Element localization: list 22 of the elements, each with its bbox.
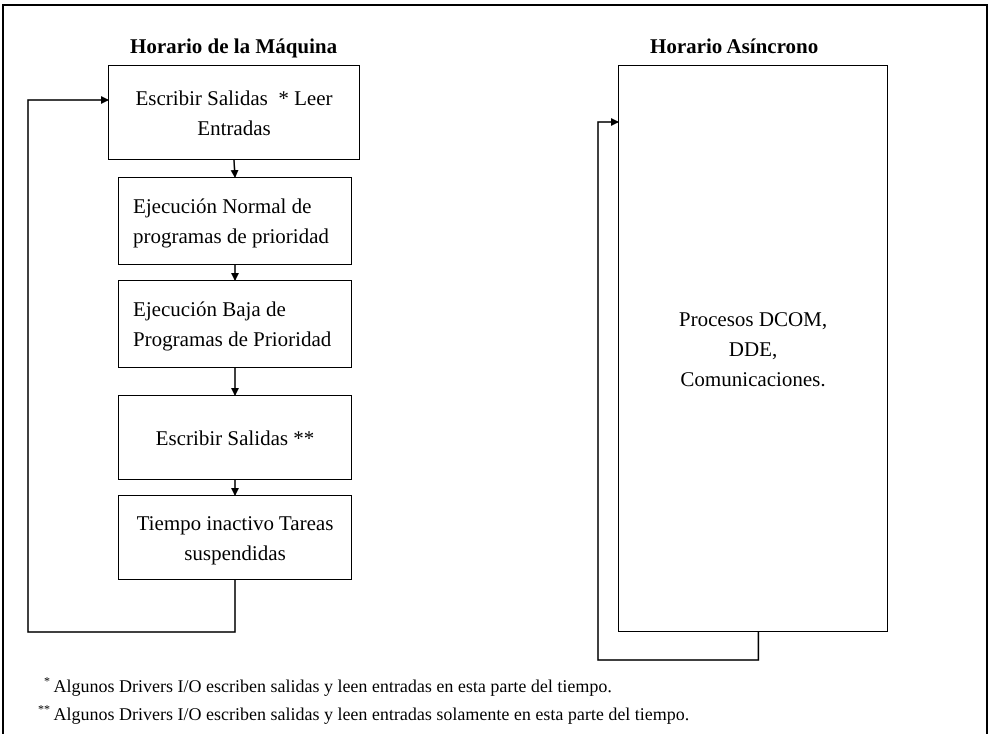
process-box <box>118 495 352 580</box>
arrow <box>231 265 239 281</box>
box-text: Procesos DCOM, DDE, Comunicaciones. <box>678 306 828 392</box>
process-box <box>618 65 888 632</box>
box-text: Tiempo inactivo Tareas suspendidas <box>136 510 334 566</box>
section-heading: Horario Asíncrono <box>650 34 818 59</box>
footnote: $^{**}$ Algunos Drivers I/O escriben salidas y leen entradas solamente en esta parte del tiempo. <box>38 702 690 725</box>
arrow <box>27 96 236 633</box>
process-box <box>108 65 360 160</box>
box-text: Escribir Salidas ** <box>156 424 314 452</box>
arrow <box>597 118 760 661</box>
box-text: Escribir Salidas * Leer Entradas <box>134 84 334 142</box>
arrow <box>231 480 239 496</box>
arrow <box>230 160 239 178</box>
footnote: $^{*}$ Algunos Drivers I/O escriben salidas y leen entradas en esta parte del tiempo. <box>44 674 612 697</box>
section-heading: Horario de la Máquina <box>130 34 338 59</box>
box-text: Ejecución Baja de Programas de Prioridad <box>133 296 332 353</box>
process-box <box>118 280 352 368</box>
process-box <box>118 177 352 265</box>
process-box <box>118 395 352 480</box>
box-text: Ejecución Normal de programas de prioridad <box>133 193 330 250</box>
arrow <box>231 368 239 396</box>
